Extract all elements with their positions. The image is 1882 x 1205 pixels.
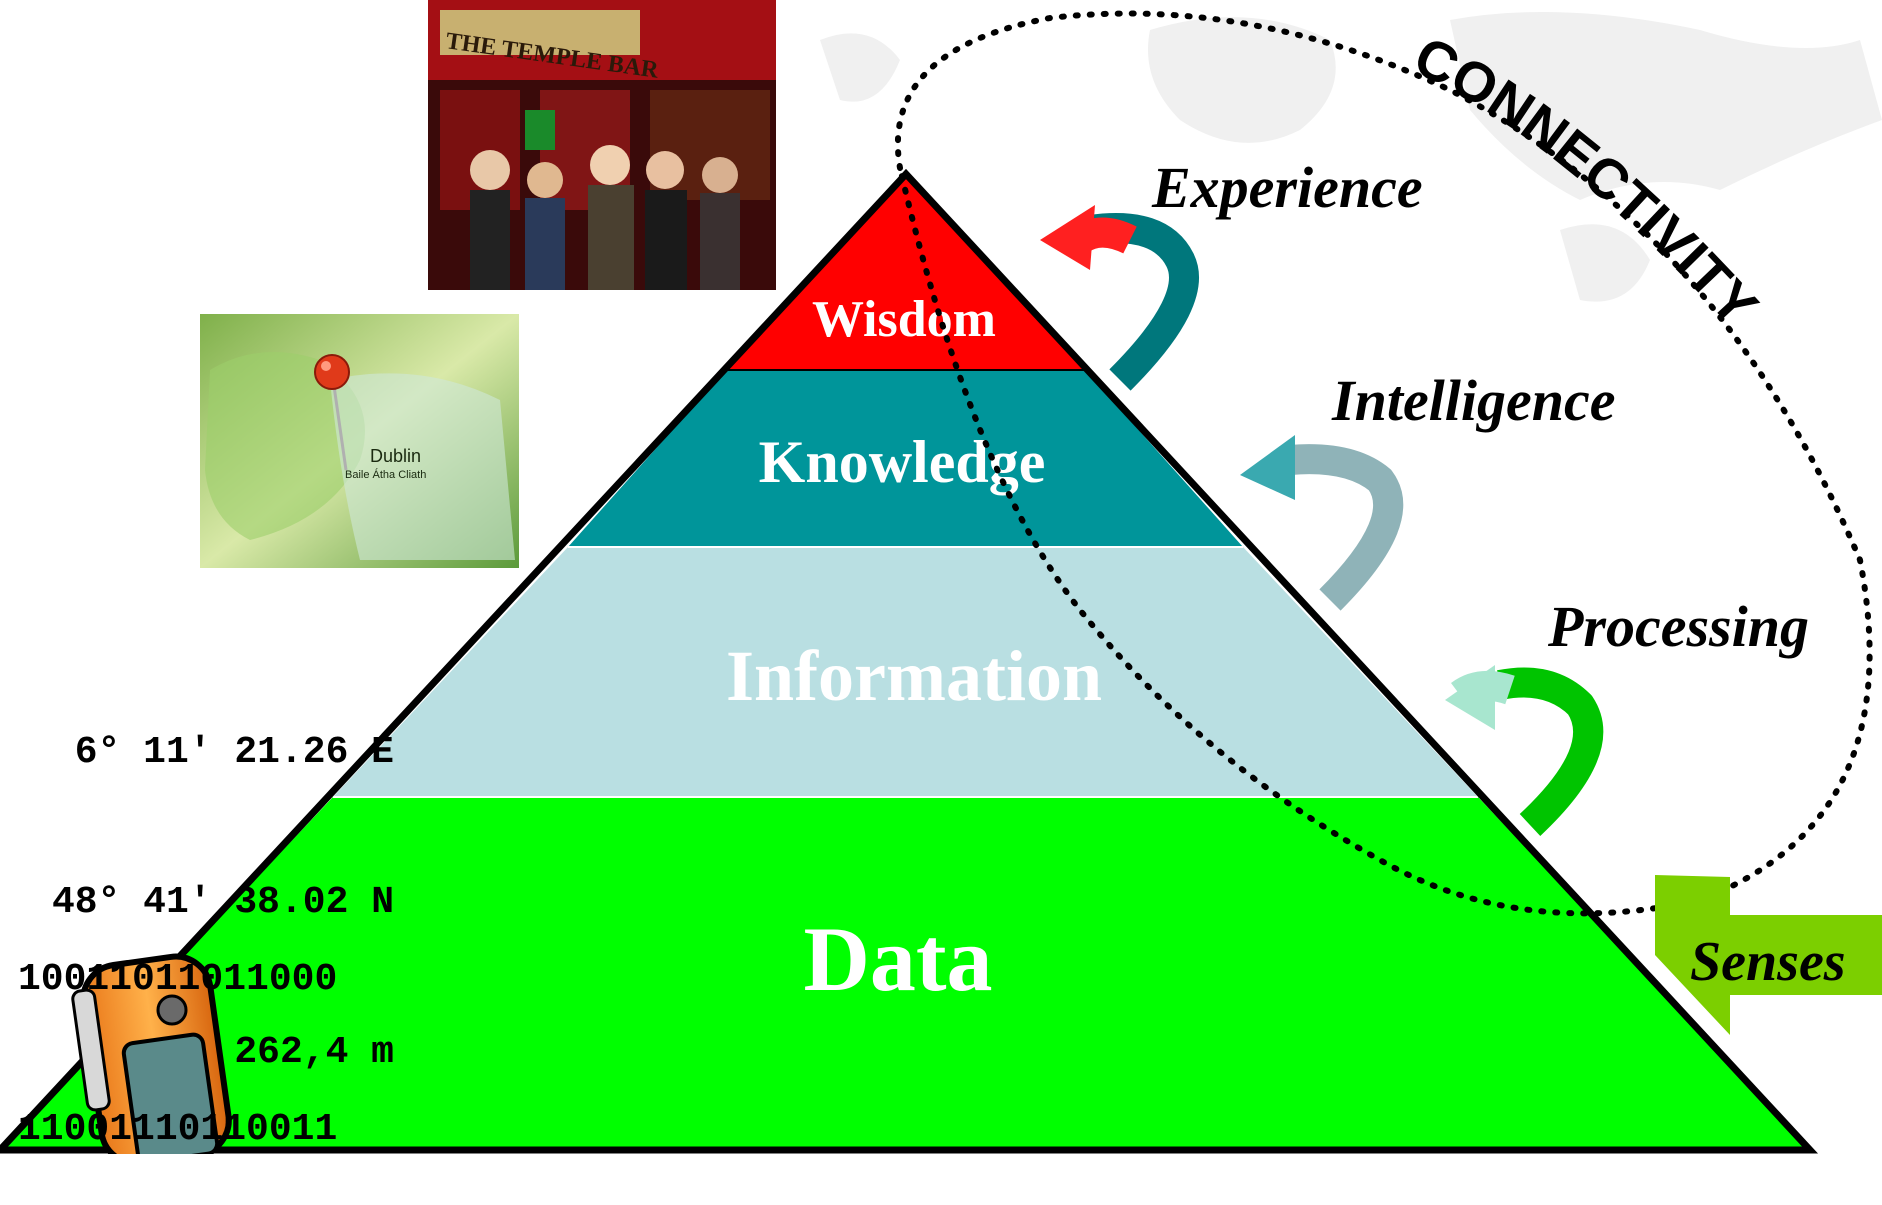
dikw-diagram: Wisdom Knowledge Information Data CONNEC… [0,0,1882,1154]
coordinate-longitude: 6° 11' 21.26 E [74,731,394,774]
binary-line-1: 10011011011000 [18,958,338,1001]
arrow-processing [1445,665,1604,836]
map-city-sub: Baile Átha Cliath [345,468,426,481]
label-intelligence: Intelligence [1331,368,1616,433]
label-processing: Processing [1547,594,1809,659]
map-city-label: Dublin [370,446,421,466]
arrow-experience [1040,205,1199,391]
gps-device-icon [71,953,232,1154]
layer-data [0,797,1810,1150]
label-experience: Experience [1151,155,1423,220]
layer-knowledge [568,370,1243,547]
layer-label-knowledge: Knowledge [759,429,1046,495]
layer-information [333,547,1478,797]
layer-label-data: Data [803,908,992,1010]
pyramid-outline [0,168,1819,1154]
pyramid: Wisdom Knowledge Information Data [0,168,1819,1154]
layer-label-wisdom: Wisdom [812,291,996,348]
binary-data: 10011011011000 11001110110011 [18,855,337,1205]
layer-label-information: Information [726,636,1102,716]
pub-photo: THE TEMPLE BAR [428,0,776,290]
connectivity-loop [894,10,1873,917]
arrow-intelligence [1240,435,1404,611]
gps-coordinates: 6° 11' 21.26 E 48° 41' 38.02 N 262,4 m [10,628,394,1128]
layer-wisdom [726,174,1085,370]
world-map-background [820,12,1882,302]
coordinate-latitude: 48° 41' 38.02 N [51,881,394,924]
map-photo: Dublin Baile Átha Cliath [200,314,519,568]
binary-line-2: 11001110110011 [18,1108,338,1151]
label-senses: Senses [1690,931,1846,993]
coordinate-altitude: 262,4 m [234,1031,394,1074]
senses-arrow: Senses [1655,875,1882,1035]
